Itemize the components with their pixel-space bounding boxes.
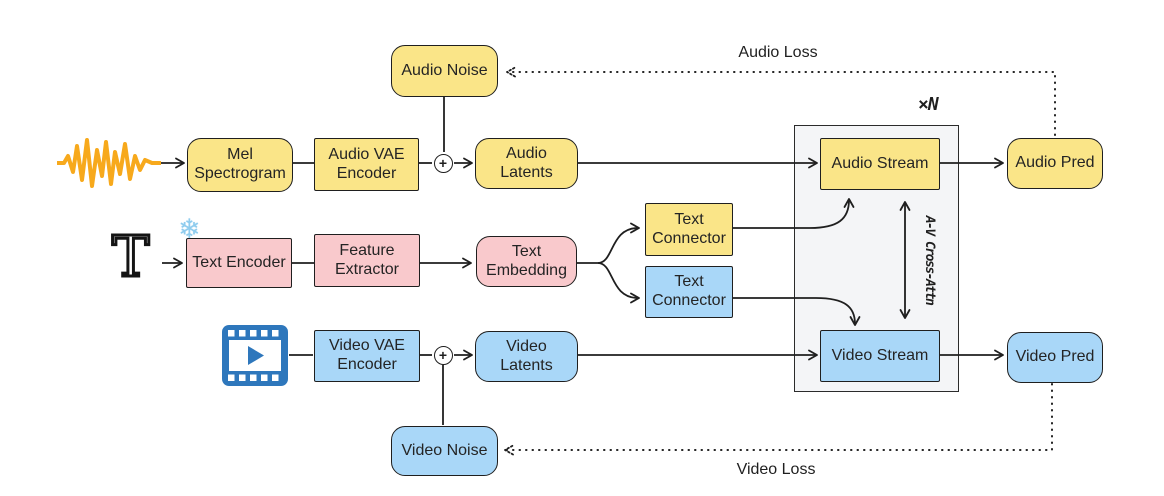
- node-mel-spectrogram: Mel Spectrogram: [187, 138, 293, 192]
- audio-waveform-icon: [55, 132, 162, 199]
- node-video-latents: Video Latents: [475, 331, 578, 382]
- snowflake-icon: ❄: [178, 214, 201, 245]
- video-clip-icon: [222, 325, 288, 391]
- node-audio-latents: Audio Latents: [475, 138, 578, 189]
- node-text-connector-audio: Text Connector: [645, 203, 733, 256]
- node-text-connector-video: Text Connector: [645, 266, 733, 318]
- audio-loss-label: Audio Loss: [738, 44, 818, 61]
- node-audio-vae-encoder: Audio VAE Encoder: [314, 138, 419, 191]
- add-noise-audio-icon: +: [433, 153, 453, 173]
- node-audio-noise: Audio Noise: [391, 45, 498, 97]
- node-video-pred: Video Pred: [1007, 332, 1103, 383]
- cross-attention-label: A-V Cross-Attn: [922, 215, 937, 305]
- node-video-noise: Video Noise: [391, 426, 498, 476]
- node-text-encoder: Text Encoder: [186, 238, 292, 288]
- node-audio-stream: Audio Stream: [820, 138, 940, 190]
- text-glyph-icon: T: [110, 225, 150, 290]
- node-video-vae-encoder: Video VAE Encoder: [314, 330, 420, 382]
- node-audio-pred: Audio Pred: [1007, 138, 1103, 189]
- node-feature-extractor: Feature Extractor: [314, 234, 420, 287]
- video-loss-label: Video Loss: [736, 461, 816, 478]
- repeat-count-label: ×N: [918, 94, 939, 115]
- node-video-stream: Video Stream: [820, 330, 940, 382]
- add-noise-video-icon: +: [433, 345, 453, 365]
- node-text-embedding: Text Embedding: [476, 236, 577, 287]
